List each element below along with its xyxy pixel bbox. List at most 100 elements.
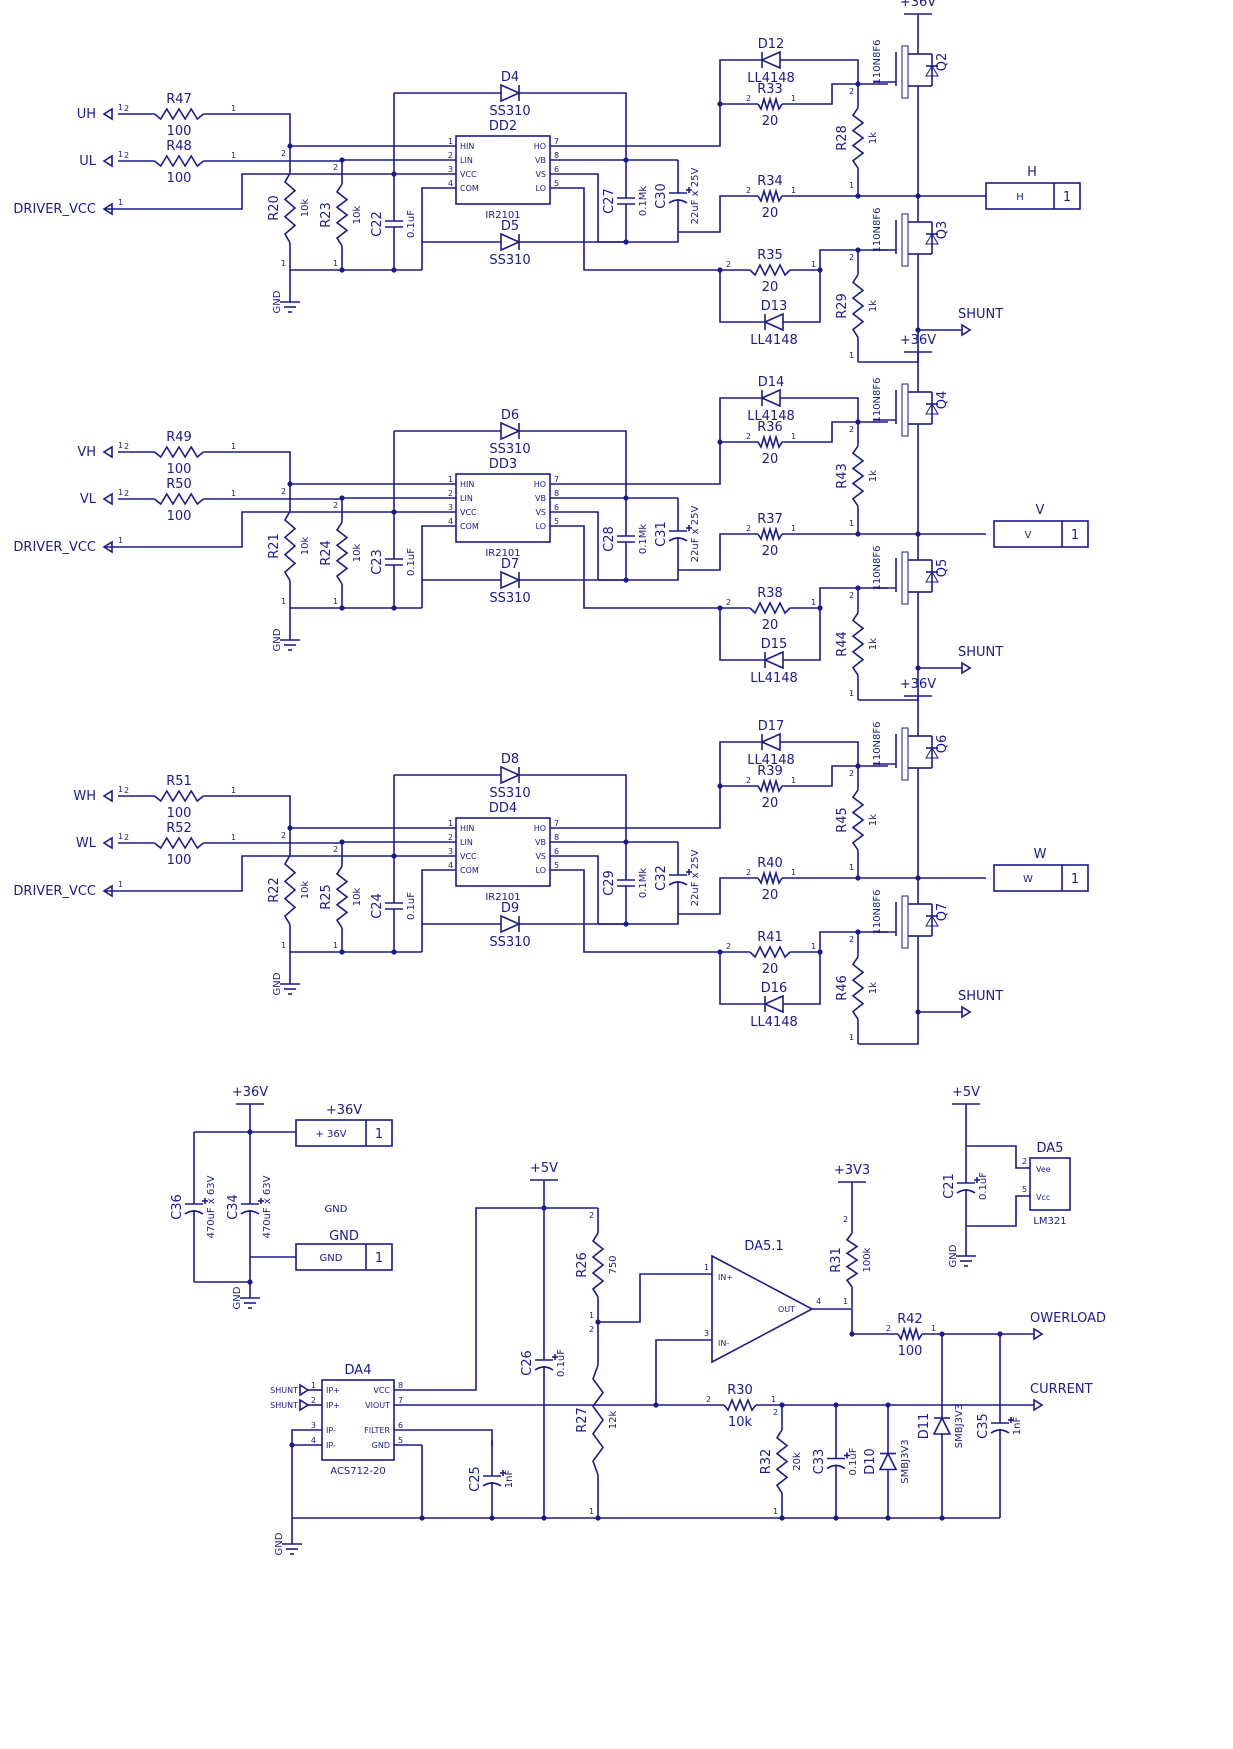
resistor-ref: R35 <box>757 248 783 263</box>
resistor-gatepulldown-hi <box>851 107 865 169</box>
resistor-output <box>897 1326 923 1342</box>
pin-number: 7 <box>554 137 559 146</box>
junction-dot <box>717 605 723 611</box>
junction-dot <box>855 585 861 591</box>
ic-pin-label: LO <box>536 522 546 531</box>
resistor-value: 20 <box>762 206 779 221</box>
pin-number: 1 <box>791 868 796 877</box>
junction-dot <box>855 531 861 537</box>
resistor-ref: R45 <box>835 807 850 833</box>
wire-lo <box>550 525 720 609</box>
resistor-value: 10k <box>352 544 363 563</box>
ic-pin-label: VB <box>535 494 546 503</box>
pin-number: 2 <box>773 1408 778 1417</box>
resistor-value: 100 <box>167 853 192 868</box>
pin-number: 1 <box>231 442 236 451</box>
diode-ref: D13 <box>761 299 788 314</box>
pin-number: 3 <box>448 165 453 174</box>
gnd-note: GND <box>325 1204 348 1215</box>
net-port-shunt-arrow <box>299 1398 310 1412</box>
capacitor-value: 0.1uF <box>978 1172 989 1200</box>
connector-36v-label: + 36V <box>315 1129 346 1140</box>
pin-number: 2 <box>124 151 129 160</box>
pin-number: 4 <box>448 861 453 870</box>
output-connector-body <box>985 182 1081 210</box>
resistor-ref: R37 <box>757 512 783 527</box>
pin-number: 1 <box>589 1311 594 1320</box>
diode-lowgate <box>763 994 784 1014</box>
ic-pin-label: Vee <box>1036 1165 1051 1174</box>
pin-number: 5 <box>554 179 559 188</box>
ic-ref: DD4 <box>489 801 517 816</box>
diode-lowside <box>500 914 521 934</box>
resistor-load <box>775 1429 789 1494</box>
pin-number: 5 <box>554 861 559 870</box>
resistor-output <box>757 870 783 886</box>
net-port-lin-label: UL <box>79 154 97 169</box>
mosfet-value: 110N8F6 <box>872 39 883 84</box>
resistor-ref: R28 <box>835 125 850 151</box>
diode-highgate <box>760 388 781 408</box>
mosfet-highside-body-diode <box>925 403 939 415</box>
wire <box>966 1195 1030 1227</box>
wire-vb <box>540 774 627 843</box>
net-port-overload-label: OWERLOAD <box>1030 1311 1106 1326</box>
pin-number: 6 <box>554 165 559 174</box>
diode-ref: D9 <box>501 901 519 916</box>
diode-ref: D4 <box>501 70 519 85</box>
capacitor-ref: C36 <box>170 1194 185 1220</box>
net-port-hin-label: VH <box>77 445 96 460</box>
resistor-value: 1k <box>868 132 879 144</box>
pin-number: 1 <box>773 1507 778 1516</box>
wire <box>800 59 859 84</box>
junction-dot <box>717 439 723 445</box>
resistor-value: 10k <box>300 199 311 218</box>
pin-number: 2 <box>726 598 731 607</box>
diode-highgate <box>760 50 781 70</box>
pin-number: 4 <box>816 1297 821 1306</box>
pin-number: 4 <box>448 517 453 526</box>
pin-number: 2 <box>746 432 751 441</box>
wire <box>626 570 679 581</box>
resistor-value: 1k <box>868 982 879 994</box>
net-port-hin-arrow <box>102 107 113 121</box>
pin-number: 1 <box>118 198 123 207</box>
ic-pin-label: HIN <box>460 824 474 833</box>
resistor-ref: R30 <box>727 1383 753 1398</box>
ic-pin-label: VB <box>535 156 546 165</box>
junction-dot <box>915 665 921 671</box>
output-connector-label: V <box>1025 530 1032 541</box>
diode-bootstrap <box>500 421 521 441</box>
wire-ho <box>550 104 721 147</box>
mosfet-ref: Q7 <box>935 903 950 922</box>
capacitor-value: 470uF x 63V <box>206 1175 217 1238</box>
junction-dot <box>623 239 629 245</box>
resistor-output <box>757 526 783 542</box>
diode-ref: D12 <box>758 37 785 52</box>
pin-number: 3 <box>448 503 453 512</box>
capacitor-ref: C32 <box>654 865 669 891</box>
resistor-ref: R41 <box>757 930 783 945</box>
net-port-driver-vcc-label: DRIVER_VCC <box>13 884 96 899</box>
net-port-shunt-label: SHUNT <box>958 989 1003 1004</box>
pin-number: 6 <box>554 503 559 512</box>
diode-value: SS310 <box>489 786 530 801</box>
pin-number: 2 <box>281 831 286 840</box>
net-port-shunt-label: SHUNT <box>270 1401 298 1410</box>
pin-number: 2 <box>589 1211 594 1220</box>
power-rail-label: +5V <box>530 1161 558 1176</box>
net-port-lin-label: VL <box>80 492 97 507</box>
diode-value: LL4148 <box>747 753 795 768</box>
net-port-driver-vcc-label: DRIVER_VCC <box>13 540 96 555</box>
capacitor-ref: C33 <box>812 1449 827 1475</box>
capacitor-ref: C24 <box>370 893 385 919</box>
mosfet-value: 110N8F6 <box>872 721 883 766</box>
resistor-value: 20 <box>762 796 779 811</box>
ic-pin-label: HO <box>534 480 546 489</box>
mosfet-highside-body <box>901 45 909 99</box>
mosfet-value: 110N8F6 <box>872 545 883 590</box>
pin-number: 1 <box>448 137 453 146</box>
ic-pin-label: VCC <box>460 170 477 179</box>
junction-dot <box>855 193 861 199</box>
